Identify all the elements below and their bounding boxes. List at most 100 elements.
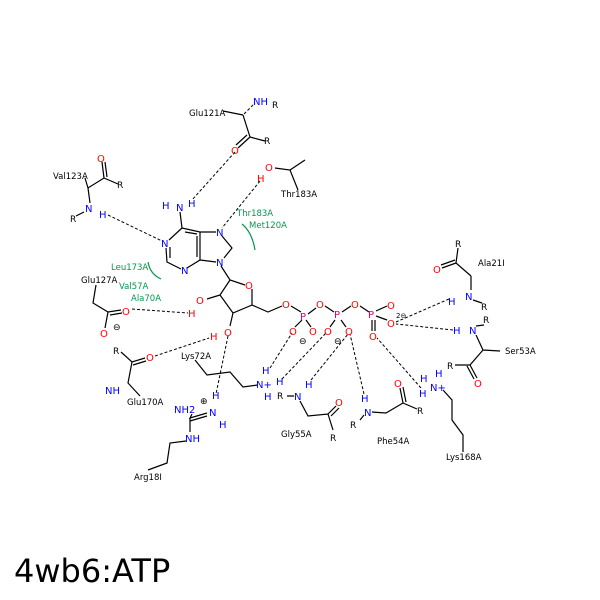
atom-n: N xyxy=(176,203,183,214)
atom-n: N xyxy=(161,239,168,250)
bonds xyxy=(75,102,501,471)
residue-labels: Glu121A Val123A Thr183A Glu127A Ala21I S… xyxy=(53,109,536,483)
atom-o: O xyxy=(351,300,359,311)
atom-o: O xyxy=(316,300,324,311)
atom-h: H xyxy=(435,369,443,380)
hydrophobic-arc xyxy=(241,223,256,251)
atom-o: O xyxy=(224,328,232,339)
atom-r: R xyxy=(455,240,461,250)
atom-o: O xyxy=(335,398,343,409)
atom-p: P xyxy=(300,312,306,323)
residue-ala21: Ala21I xyxy=(478,259,505,269)
hydrophobic-ala70: Ala70A xyxy=(131,294,161,304)
charge-minus: ⊖ xyxy=(334,337,342,347)
atom-r: R xyxy=(417,407,423,417)
charge-2minus: 2⊖ xyxy=(396,312,406,320)
atom-n: N xyxy=(85,204,92,215)
atom-h: H xyxy=(188,309,196,320)
atom-h: H xyxy=(361,394,369,405)
atom-r: R xyxy=(117,181,123,191)
residue-arg18: Arg18I xyxy=(134,473,162,483)
atom-nh: NH xyxy=(185,434,200,445)
residue-thr183: Thr183A xyxy=(280,190,317,200)
hydrophobic-labels: Thr183A Met120A Leu173A Val57A Ala70A xyxy=(111,209,287,304)
atom-h: H xyxy=(420,374,428,385)
atom-o: O xyxy=(100,329,108,340)
charge-plus: ⊕ xyxy=(200,397,208,407)
atom-o: O xyxy=(387,301,395,312)
charge-minus: ⊖ xyxy=(113,323,121,333)
atom-o: O xyxy=(282,300,290,311)
atom-o: O xyxy=(309,327,317,338)
residue-glu121: Glu121A xyxy=(189,109,226,119)
atom-h: H xyxy=(257,174,265,185)
atom-o: O xyxy=(394,379,402,390)
atom-r: R xyxy=(264,137,270,147)
atom-o: O xyxy=(245,281,253,292)
atom-o: O xyxy=(289,327,297,338)
atom-p: P xyxy=(334,310,340,321)
atom-h: H xyxy=(276,377,284,388)
residue-lys168: Lys168A xyxy=(446,453,482,463)
atom-o: O xyxy=(231,146,239,157)
residue-gly55: Gly55A xyxy=(281,430,312,440)
atom-o: O xyxy=(146,353,154,364)
atom-r: R xyxy=(447,362,453,372)
atom-n-plus: N+ xyxy=(256,380,272,391)
residue-glu170: Glu170A xyxy=(127,398,164,408)
atom-o: O xyxy=(345,327,353,338)
hydrogen-bonds xyxy=(107,151,454,395)
atom-r: R xyxy=(70,215,76,225)
atom-n: N xyxy=(294,392,301,403)
atom-h: H xyxy=(212,391,220,402)
atom-h: H xyxy=(188,199,196,210)
atom-n-plus: N+ xyxy=(430,383,446,394)
atom-o: O xyxy=(324,327,332,338)
atom-n: N xyxy=(364,408,371,419)
atom-n: N xyxy=(465,292,472,303)
atom-o: O xyxy=(97,154,105,165)
residue-glu127: Glu127A xyxy=(81,276,118,286)
atom-r: R xyxy=(277,392,283,402)
atom-h: H xyxy=(162,201,170,212)
atom-h: H xyxy=(210,332,218,343)
atom-h: H xyxy=(419,389,427,400)
residue-val123: Val123A xyxy=(53,172,88,182)
atom-n: N xyxy=(216,258,223,269)
atom-h: H xyxy=(262,366,270,377)
atom-o: O xyxy=(369,332,377,343)
atom-r: R xyxy=(330,434,336,444)
atom-r: R xyxy=(113,347,119,357)
atom-p: P xyxy=(368,310,374,321)
hydrophobic-thr183: Thr183A xyxy=(236,209,273,219)
atom-h: H xyxy=(99,210,107,221)
atom-nh: NH xyxy=(105,386,120,397)
atom-n: N xyxy=(209,408,216,419)
diagram-title: 4wb6:ATP xyxy=(14,552,171,590)
hydrophobic-val57: Val57A xyxy=(119,282,149,292)
atom-labels: NH R R O O R N H R O H H N H N N N N O O… xyxy=(70,97,489,445)
residue-ser53: Ser53A xyxy=(505,347,536,357)
residue-lys72: Lys72A xyxy=(181,352,211,362)
atom-r: R xyxy=(272,101,278,111)
atom-h: H xyxy=(264,392,272,403)
atom-n: N xyxy=(469,326,476,337)
atom-r: R xyxy=(481,303,487,313)
charge-minus: ⊖ xyxy=(299,337,307,347)
residue-phe54: Phe54A xyxy=(377,437,410,447)
atom-o: O xyxy=(433,265,441,276)
atom-h: H xyxy=(305,380,313,391)
atom-h: H xyxy=(453,326,461,337)
atom-n: N xyxy=(181,266,188,277)
atom-o: O xyxy=(387,319,395,330)
hydrophobic-leu173: Leu173A xyxy=(111,263,148,273)
atom-o: O xyxy=(196,296,204,307)
atom-nh2: NH2 xyxy=(174,405,195,416)
atom-o: O xyxy=(265,163,273,174)
atom-h: H xyxy=(448,297,456,308)
atom-r: R xyxy=(350,421,356,431)
atom-h: H xyxy=(219,420,227,431)
atom-n: NH xyxy=(253,97,268,108)
